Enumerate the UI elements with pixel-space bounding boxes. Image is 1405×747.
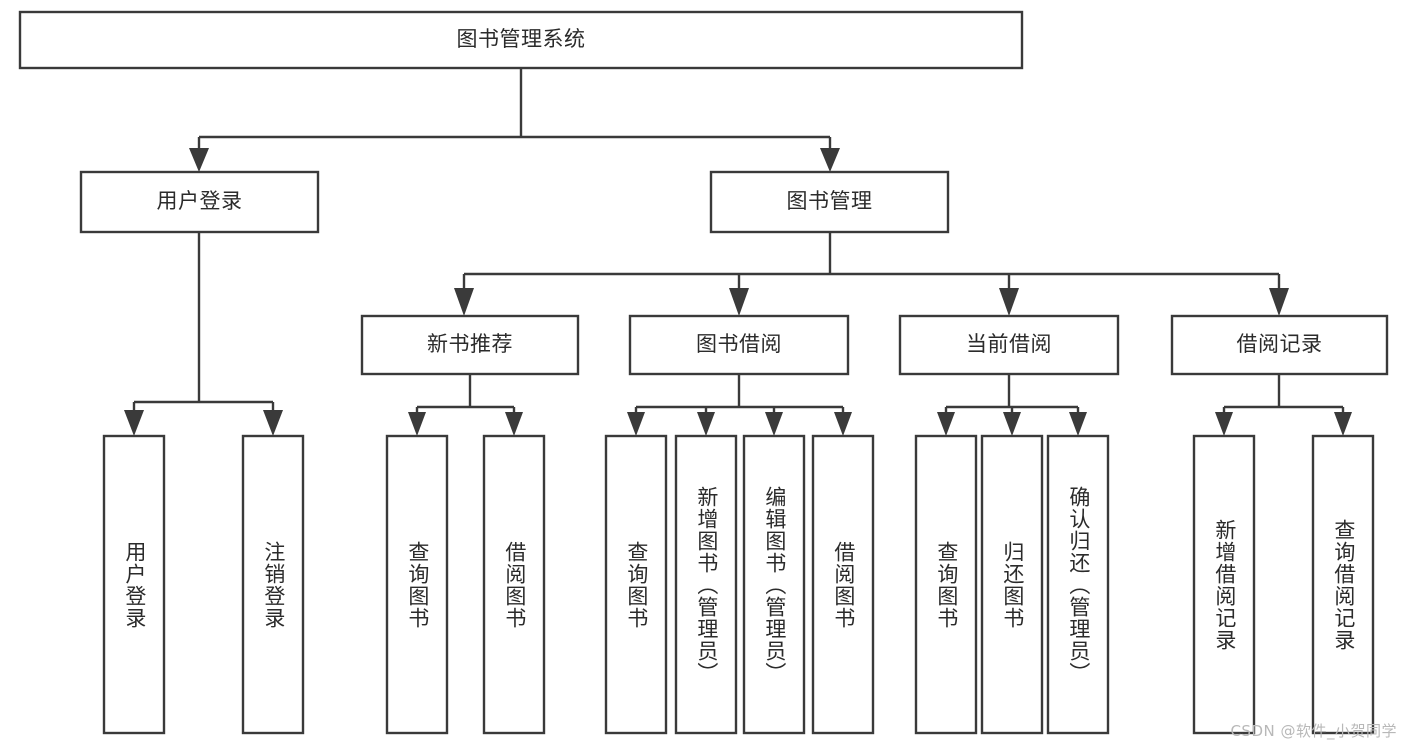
node-box-leaf-user-logout[interactable] xyxy=(241,434,305,735)
arrow-head-icon xyxy=(1069,412,1087,436)
arrow-head-icon xyxy=(454,288,474,316)
edge-group-borrow-record xyxy=(1215,374,1352,436)
arrow-head-icon xyxy=(697,412,715,436)
edge-group-book-manage xyxy=(454,232,1289,316)
node-box-leaf-borrow-add-book[interactable] xyxy=(674,434,738,735)
arrow-head-icon xyxy=(1269,288,1289,316)
arrow-head-icon xyxy=(408,412,426,436)
node-box-leaf-cur-return-book[interactable] xyxy=(980,434,1044,735)
node-label-leaf-rec-query-book: 查询图书 xyxy=(405,540,430,629)
arrow-head-icon xyxy=(729,288,749,316)
edge-group-book-borrow xyxy=(627,374,852,436)
node-label-user-login: 用户登录 xyxy=(156,189,243,214)
node-label-leaf-borrow-query-book: 查询图书 xyxy=(624,540,649,629)
node-label-leaf-cur-confirm-return: 确认归还（管理员） xyxy=(1066,485,1091,684)
edge-group-root xyxy=(189,68,840,172)
node-label-book-borrow: 图书借阅 xyxy=(696,332,782,357)
node-label-leaf-rec-add-record: 新增借阅记录 xyxy=(1212,518,1237,651)
node-box-new-book-rec[interactable] xyxy=(360,314,580,376)
arrow-head-icon xyxy=(505,412,523,436)
node-label-root: 图书管理系统 xyxy=(456,27,586,52)
node-box-current-borrow[interactable] xyxy=(898,314,1120,376)
node-box-leaf-borrow-query-book[interactable] xyxy=(604,434,668,735)
node-box-leaf-rec-add-record[interactable] xyxy=(1192,434,1256,735)
edge-group-current-borrow xyxy=(937,374,1087,436)
arrow-head-icon xyxy=(1334,412,1352,436)
node-label-leaf-user-logout: 注销登录 xyxy=(261,540,286,629)
node-box-root[interactable] xyxy=(18,10,1024,70)
node-label-new-book-rec: 新书推荐 xyxy=(427,332,513,357)
arrow-head-icon xyxy=(1003,412,1021,436)
node-label-leaf-rec-borrow-book: 借阅图书 xyxy=(502,540,527,629)
arrow-head-icon xyxy=(124,410,144,436)
node-label-borrow-record: 借阅记录 xyxy=(1236,332,1323,357)
node-label-leaf-rec-query-record: 查询借阅记录 xyxy=(1331,518,1356,651)
arrow-head-icon xyxy=(189,148,209,172)
node-label-leaf-user-login: 用户登录 xyxy=(122,540,147,629)
watermark-text: CSDN @软件_小贺同学 xyxy=(1230,722,1397,740)
node-box-leaf-borrow-borrow-book[interactable] xyxy=(811,434,875,735)
arrow-head-icon xyxy=(999,288,1019,316)
node-box-leaf-rec-query-record[interactable] xyxy=(1311,434,1375,735)
node-label-leaf-borrow-borrow-book: 借阅图书 xyxy=(831,540,856,629)
node-label-leaf-borrow-add-book: 新增图书（管理员） xyxy=(694,485,719,684)
edge-group-new-book-rec xyxy=(408,374,523,436)
arrow-head-icon xyxy=(820,148,840,172)
node-box-leaf-user-login[interactable] xyxy=(102,434,166,735)
arrow-head-icon xyxy=(627,412,645,436)
node-box-leaf-cur-query-book[interactable] xyxy=(914,434,978,735)
node-box-user-login[interactable] xyxy=(79,170,320,234)
edge-group-user-login xyxy=(124,232,283,436)
arrow-head-icon xyxy=(834,412,852,436)
arrow-head-icon xyxy=(263,410,283,436)
node-label-leaf-cur-return-book: 归还图书 xyxy=(1000,540,1025,629)
node-label-leaf-cur-query-book: 查询图书 xyxy=(934,540,959,629)
node-box-leaf-cur-confirm-return[interactable] xyxy=(1046,434,1110,735)
node-label-leaf-borrow-edit-book: 编辑图书（管理员） xyxy=(762,485,787,684)
arrow-head-icon xyxy=(937,412,955,436)
node-box-leaf-rec-borrow-book[interactable] xyxy=(482,434,546,735)
node-label-current-borrow: 当前借阅 xyxy=(966,332,1052,357)
node-box-leaf-rec-query-book[interactable] xyxy=(385,434,449,735)
node-label-book-manage: 图书管理 xyxy=(786,189,873,214)
arrow-head-icon xyxy=(765,412,783,436)
arrow-head-icon xyxy=(1215,412,1233,436)
